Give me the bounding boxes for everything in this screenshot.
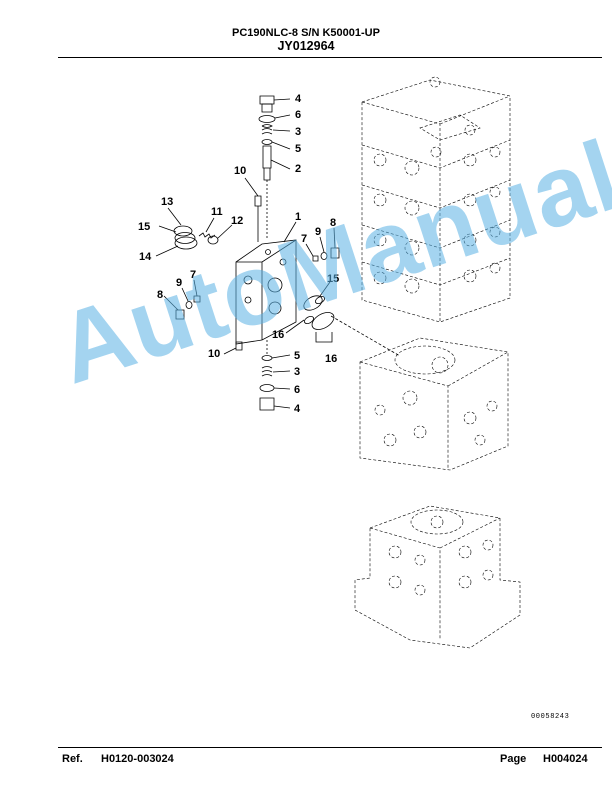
callout-12: 12 <box>231 215 243 227</box>
control-valve-assembly-bottom <box>354 505 521 649</box>
callout-3-bottom: 3 <box>294 366 300 378</box>
callout-7-left: 7 <box>190 269 196 281</box>
callout-1: 1 <box>295 211 301 223</box>
callout-4-bottom: 4 <box>294 403 301 415</box>
orings-part-15-16 <box>285 281 401 357</box>
header-code: JY012964 <box>277 39 335 53</box>
callout-4-top: 4 <box>295 93 302 105</box>
spring-part-3-top <box>261 124 291 135</box>
header-rule <box>58 57 602 58</box>
oring-part-6-top <box>258 114 291 123</box>
control-valve-assembly-middle <box>359 337 509 471</box>
orifice-part-10-bottom <box>223 341 243 355</box>
callout-16-left: 16 <box>272 329 284 341</box>
callout-15-right: 15 <box>327 273 339 285</box>
footer-page-value: H004024 <box>543 753 588 765</box>
lower-spool-parts <box>259 340 291 411</box>
drawing-number: 00058243 <box>531 713 570 721</box>
callout-5-top: 5 <box>295 143 301 155</box>
fitting-parts-7-9-8-right <box>305 227 340 262</box>
spring-part-11 <box>198 217 216 239</box>
callout-8-right: 8 <box>330 217 336 229</box>
plug-part-4-top <box>259 95 291 113</box>
callout-6-bottom: 6 <box>294 384 300 396</box>
control-valve-assembly-top <box>361 76 511 323</box>
footer-ref-value: H0120-003024 <box>101 753 174 765</box>
callout-16-right: 16 <box>325 353 337 365</box>
fitting-parts-7-9-8-left <box>163 279 201 320</box>
callout-10-top: 10 <box>234 165 246 177</box>
callout-9-left: 9 <box>176 277 182 289</box>
ring-part-5-top <box>261 139 291 150</box>
callout-10-bottom: 10 <box>208 348 220 360</box>
callout-14: 14 <box>139 251 152 263</box>
callout-6-top: 6 <box>295 109 301 121</box>
header-model: PC190NLC-8 S/N K50001-UP <box>232 27 380 39</box>
callout-15-left: 15 <box>138 221 150 233</box>
orifice-part-10-top <box>244 177 262 242</box>
footer-rule <box>58 747 602 748</box>
footer-ref-label: Ref. <box>62 753 83 765</box>
callout-13: 13 <box>161 196 173 208</box>
oring-part-12 <box>207 224 233 245</box>
callout-11: 11 <box>211 206 223 218</box>
orings-part-13-15-14 <box>155 207 198 257</box>
callout-3-top: 3 <box>295 126 301 138</box>
callout-2: 2 <box>295 163 301 175</box>
footer-page-label: Page <box>500 753 527 765</box>
callout-8-left: 8 <box>157 289 163 301</box>
callout-7-right: 7 <box>301 233 307 245</box>
spool-part-2 <box>262 145 291 181</box>
callout-9-right: 9 <box>315 226 321 238</box>
callout-5-bottom: 5 <box>294 350 300 362</box>
